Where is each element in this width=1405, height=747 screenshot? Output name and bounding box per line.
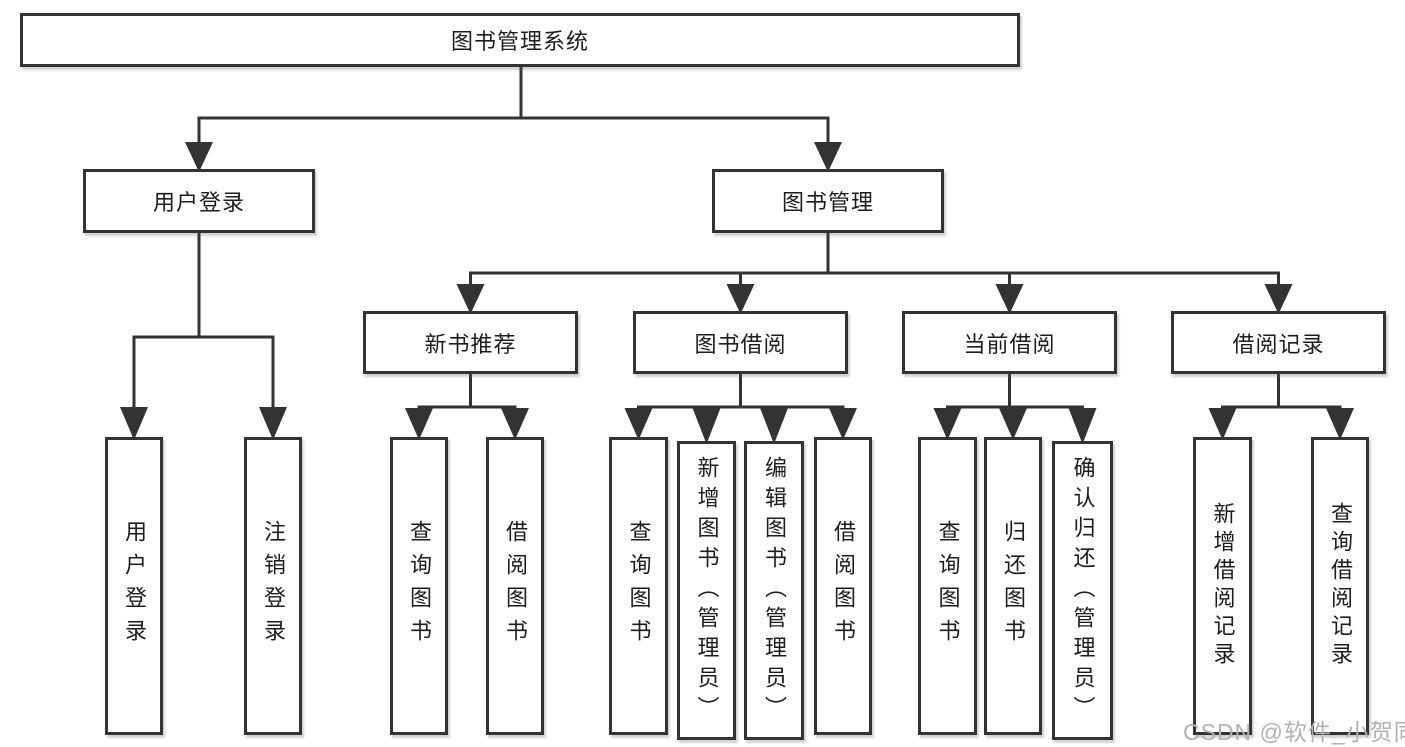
node-new-book-recommend: 新书推荐 xyxy=(363,311,578,374)
connector-current-borrow-branch xyxy=(933,372,1097,444)
arrowhead-icon xyxy=(624,408,653,440)
arrowhead-icon xyxy=(185,142,213,172)
connector-root-to-level1 xyxy=(185,65,842,172)
csdn-watermark: CSDN @软件_小贺同学 xyxy=(1183,719,1405,745)
leaf-cb-return-books: 归还图书 xyxy=(984,437,1042,735)
node-label: 编辑图书（管理员） xyxy=(762,455,787,726)
node-book-management: 图书管理 xyxy=(712,169,944,233)
arrowhead-icon xyxy=(259,407,287,440)
node-label: 图书管理系统 xyxy=(450,29,589,54)
node-book-management-system: 图书管理系统 xyxy=(20,13,1020,67)
arrowhead-icon xyxy=(726,284,755,314)
node-label: 查询图书 xyxy=(626,520,652,652)
leaf-bb-edit-books-admin: 编辑图书（管理员） xyxy=(744,441,804,740)
leaf-bb-add-books-admin: 新增图书（管理员） xyxy=(677,441,736,740)
arrowhead-icon xyxy=(995,284,1024,314)
arrowhead-icon xyxy=(692,408,721,444)
node-label: 注销登录 xyxy=(261,520,286,652)
node-label: 查询图书 xyxy=(407,520,432,652)
node-book-borrow: 图书借阅 xyxy=(633,311,848,374)
node-current-borrow: 当前借阅 xyxy=(902,311,1117,374)
node-user-login: 用户登录 xyxy=(83,169,315,233)
node-borrow-records: 借阅记录 xyxy=(1171,311,1386,374)
arrowhead-icon xyxy=(829,408,857,440)
arrowhead-icon xyxy=(999,408,1027,440)
connector-new-book-recommend-branch xyxy=(405,372,529,440)
node-label: 用户登录 xyxy=(152,190,245,215)
connector-book-management-branch xyxy=(456,231,1293,314)
node-label: 新增图书（管理员） xyxy=(694,455,720,726)
node-label: 借阅图书 xyxy=(503,520,528,652)
node-label: 查询借阅记录 xyxy=(1328,502,1353,670)
node-label: 新书推荐 xyxy=(424,331,517,357)
arrowhead-icon xyxy=(1068,408,1097,444)
connector-user-login-branch xyxy=(120,231,287,440)
node-label: 借阅记录 xyxy=(1232,331,1325,357)
node-label: 确认归还（管理员） xyxy=(1070,455,1096,726)
arrowhead-icon xyxy=(405,408,433,440)
arrowhead-icon xyxy=(814,142,842,172)
leaf-cb-confirm-return-admin: 确认归还（管理员） xyxy=(1052,441,1113,740)
node-label: 图书借阅 xyxy=(694,331,787,357)
arrowhead-icon xyxy=(1326,408,1354,440)
arrowhead-icon xyxy=(501,408,529,440)
leaf-bb-borrow-books: 借阅图书 xyxy=(814,437,872,735)
arrowhead-icon xyxy=(1264,284,1293,314)
arrowhead-icon xyxy=(1208,408,1237,440)
leaf-nb-query-books: 查询图书 xyxy=(390,437,448,735)
leaf-nb-borrow-books: 借阅图书 xyxy=(486,437,544,735)
arrowhead-icon xyxy=(456,284,485,314)
leaf-logout: 注销登录 xyxy=(244,437,302,735)
arrowhead-icon xyxy=(120,407,148,440)
node-label: 用户登录 xyxy=(122,520,147,652)
leaf-br-add-record: 新增借阅记录 xyxy=(1193,437,1252,735)
node-label: 归还图书 xyxy=(1001,520,1026,652)
node-label: 查询图书 xyxy=(935,520,961,652)
arrowhead-icon xyxy=(760,408,788,444)
connector-book-borrow-branch xyxy=(624,372,857,444)
leaf-bb-query-books: 查询图书 xyxy=(609,437,668,735)
node-label: 图书管理 xyxy=(781,190,874,215)
connector-borrow-records-branch xyxy=(1208,372,1354,440)
leaf-br-query-record: 查询借阅记录 xyxy=(1311,437,1369,735)
node-label: 当前借阅 xyxy=(963,331,1056,357)
node-label: 借阅图书 xyxy=(831,520,856,652)
leaf-cb-query-books: 查询图书 xyxy=(918,437,977,735)
leaf-user-login: 用户登录 xyxy=(105,437,163,735)
arrowhead-icon xyxy=(933,408,962,440)
node-label: 新增借阅记录 xyxy=(1210,502,1236,670)
